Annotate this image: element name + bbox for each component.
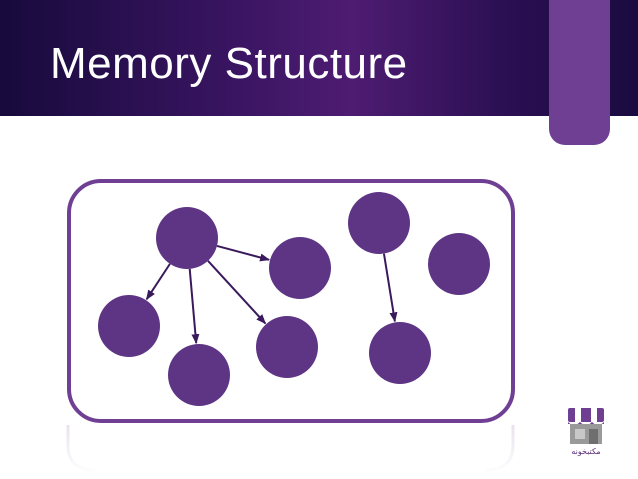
edge-n6-n8 <box>382 253 398 323</box>
edges-layer <box>145 244 398 345</box>
node-n4 <box>168 344 230 406</box>
logo-caption: مکتبخونه <box>571 447 601 456</box>
node-n1 <box>156 207 218 269</box>
node-n3 <box>98 295 160 357</box>
header-tab-decoration <box>549 0 610 145</box>
edge-n1-n4 <box>188 268 200 345</box>
edge-n1-n2 <box>216 244 271 262</box>
header-banner <box>0 0 638 116</box>
node-n6 <box>348 192 410 254</box>
node-n2 <box>269 237 331 299</box>
node-n8 <box>369 322 431 384</box>
edge-n1-n3 <box>145 263 171 301</box>
slide-title: Memory Structure <box>50 39 408 88</box>
edge-n1-n5 <box>207 260 267 325</box>
node-n5 <box>256 316 318 378</box>
node-n7 <box>428 233 490 295</box>
nodes-layer <box>98 192 490 406</box>
storefront-logo-icon <box>566 406 606 458</box>
